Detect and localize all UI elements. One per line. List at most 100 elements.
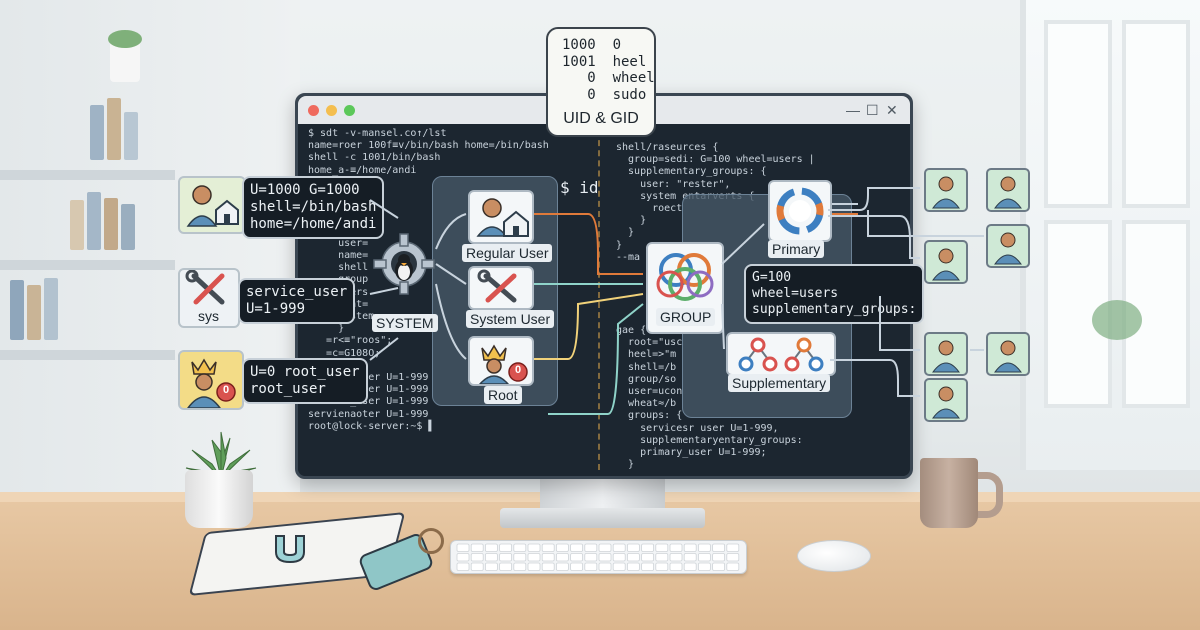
keyboard-key	[612, 562, 626, 571]
keyboard-key	[683, 553, 697, 562]
mouse[interactable]	[797, 540, 871, 572]
system-user-label: System User	[466, 310, 555, 328]
regular-user-card[interactable]	[178, 176, 246, 234]
uid-gid-box: 1000 0 1001 heel 0 wheel 0 sudo UID & GI…	[546, 27, 656, 137]
keyboard-key	[626, 562, 640, 571]
maximize-icon[interactable]: ☐	[866, 102, 879, 118]
group-label: GROUP	[656, 308, 716, 326]
supplementary-node[interactable]	[726, 332, 836, 376]
keyboard-key	[513, 553, 527, 562]
mug-handle	[970, 472, 1003, 518]
close-icon[interactable]: ✕	[886, 102, 898, 118]
root-badge: 0	[515, 364, 522, 376]
keyboard-key	[485, 543, 498, 552]
regular-user-node[interactable]	[468, 190, 534, 244]
root-user-card[interactable]: 0	[178, 350, 244, 410]
user-avatar-icon[interactable]	[924, 332, 968, 376]
magnet-icon	[270, 532, 310, 566]
user-avatar-icon[interactable]	[924, 168, 968, 212]
keyboard-key	[470, 562, 484, 571]
keyboard-key	[626, 553, 640, 562]
tools-icon	[185, 269, 225, 305]
system-user-node[interactable]	[468, 266, 534, 310]
regular-user-label: Regular User	[462, 244, 553, 262]
keyboard-key	[697, 562, 711, 571]
root-node[interactable]: 0	[468, 336, 534, 386]
keyboard-key	[556, 553, 569, 562]
minimize-icon[interactable]: —	[846, 102, 860, 118]
user-home-icon	[186, 185, 239, 227]
keyboard-key	[669, 562, 683, 571]
crown-user-icon	[186, 358, 236, 409]
group-callout: G=100 wheel=users supplementary_groups:	[744, 264, 925, 324]
zoom-dot-icon[interactable]	[344, 105, 355, 116]
keyboard-key	[669, 553, 683, 562]
keyboard-key	[598, 543, 612, 552]
keyboard-key	[584, 553, 598, 562]
keyboard[interactable]	[450, 540, 747, 574]
keyboard-key	[655, 562, 669, 571]
crown-user-icon	[478, 344, 528, 385]
keyboard-key	[655, 553, 669, 562]
service-user-callout: service_user U=1-999	[238, 278, 356, 324]
root-user-callout: U=0 root_user root_user	[242, 358, 368, 404]
uid-gid-label: UID & GID	[563, 110, 639, 127]
keyboard-key	[584, 562, 598, 571]
monitor-base	[500, 508, 705, 528]
keyboard-key	[683, 543, 697, 552]
keyboard-key	[541, 543, 555, 552]
keyboard-key	[598, 553, 612, 562]
primary-node[interactable]	[768, 180, 832, 242]
user-avatar-icon[interactable]	[924, 378, 968, 422]
keyboard-key	[485, 553, 498, 562]
system-gear-icon	[372, 232, 436, 296]
primary-label: Primary	[768, 240, 825, 258]
keyboard-key	[712, 543, 726, 552]
keyboard-keys	[456, 543, 740, 571]
keyboard-key	[570, 543, 583, 552]
keyboard-key	[683, 562, 697, 571]
user-avatar-icon[interactable]	[986, 224, 1030, 268]
keyboard-key	[697, 553, 711, 562]
keyboard-key	[513, 543, 527, 552]
keyboard-key	[712, 562, 726, 571]
plant-pot	[185, 470, 253, 528]
regular-user-callout: U=1000 G=1000 shell=/bin/bash home=/home…	[242, 176, 385, 239]
keyboard-key	[598, 562, 612, 571]
group-node[interactable]: GROUP	[646, 242, 724, 334]
window-plant	[1092, 300, 1142, 340]
keyboard-key	[726, 553, 740, 562]
close-dot-icon[interactable]	[308, 105, 319, 116]
shelf	[0, 260, 175, 270]
keyboard-key	[655, 543, 669, 552]
id-command: $ id	[560, 178, 599, 197]
sys-label: sys	[198, 308, 219, 324]
keyboard-key	[470, 553, 484, 562]
keyboard-key	[641, 562, 655, 571]
keyboard-key	[456, 543, 470, 552]
coffee-mug	[920, 458, 978, 528]
user-avatar-icon[interactable]	[924, 240, 968, 284]
keyboard-key	[570, 562, 583, 571]
keyboard-key	[712, 553, 726, 562]
keyboard-key	[499, 553, 512, 562]
keyboard-key	[556, 562, 569, 571]
background-window	[1020, 0, 1200, 470]
keyboard-key	[556, 543, 569, 552]
primary-ring-icon	[776, 187, 824, 235]
keyboard-key	[626, 543, 640, 552]
user-avatar-icon[interactable]	[986, 168, 1030, 212]
system-label: SYSTEM	[372, 314, 438, 332]
keyboard-key	[669, 543, 683, 552]
keyboard-key	[612, 553, 626, 562]
keyboard-key	[726, 543, 740, 552]
system-user-card[interactable]: sys	[178, 268, 240, 328]
keyboard-key	[612, 543, 626, 552]
tools-icon	[477, 269, 517, 303]
minimize-dot-icon[interactable]	[326, 105, 337, 116]
keyboard-key	[641, 543, 655, 552]
root-badge: 0	[223, 384, 230, 396]
uid-gid-rows: 1000 0 1001 heel 0 wheel 0 sudo	[562, 37, 655, 103]
supplementary-tree-icon	[738, 337, 824, 372]
user-avatar-icon[interactable]	[986, 332, 1030, 376]
